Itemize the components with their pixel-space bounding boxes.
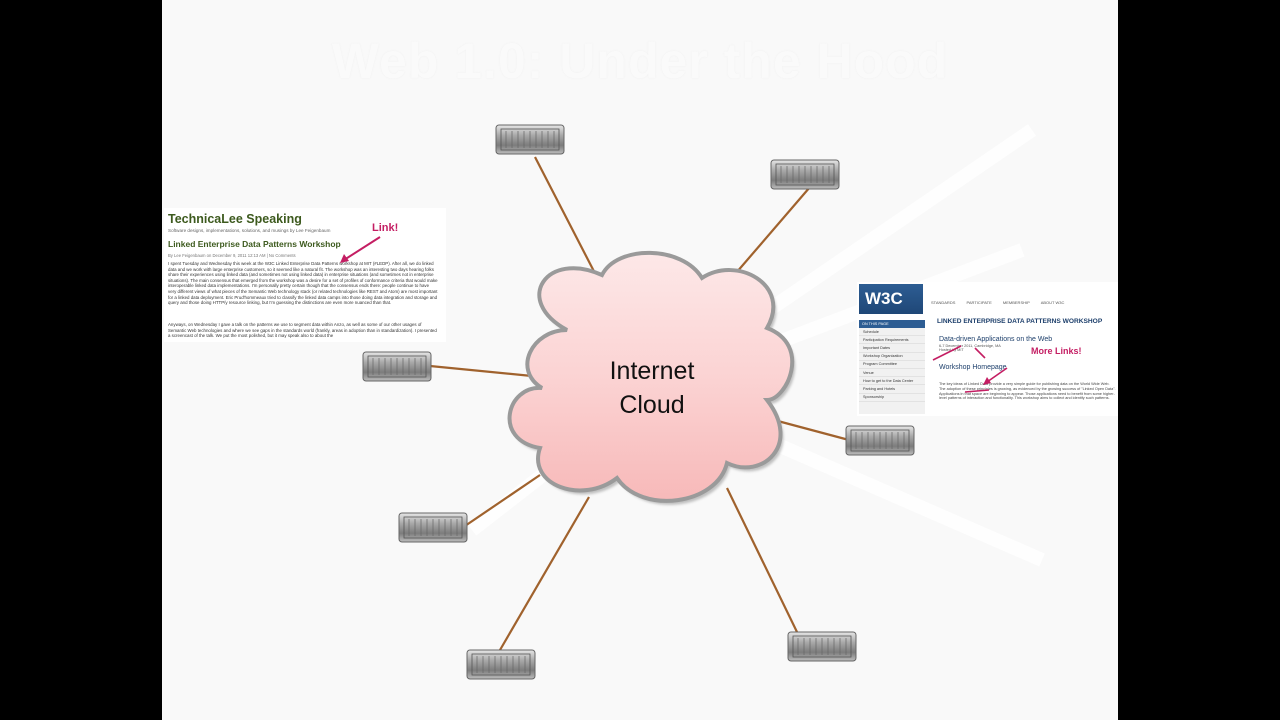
network-diagram: Internet Cloud [362, 124, 1045, 680]
w3c-screenshot: W3C STANDARDS PARTICIPATE MEMBERSHIP ABO… [857, 282, 1118, 416]
w3c-dates-line: 6-7 December 2011, Cambridge, MA [939, 344, 1001, 348]
blog-title: TechnicaLee Speaking [168, 212, 302, 226]
server-lower-left [398, 512, 468, 543]
sidebar-item: Sponsorship [859, 394, 925, 402]
connector-right [773, 418, 850, 442]
sidebar-item: Program Committee [859, 361, 925, 369]
sidebar-item: Schedule [859, 328, 925, 337]
connector-lower-left [461, 474, 541, 529]
connectors [429, 156, 850, 651]
nav-membership: MEMBERSHIP [1002, 300, 1030, 305]
sidebar-item: Venue [859, 369, 925, 378]
sidebar-item: How to get to the Data Center [859, 377, 925, 386]
server-left [362, 351, 432, 382]
server-icon [495, 124, 565, 155]
cloud-label-line2: Cloud [619, 391, 684, 419]
w3c-subtitle: Data-driven Applications on the Web [939, 336, 1053, 343]
w3c-top-nav: STANDARDS PARTICIPATE MEMBERSHIP ABOUT W… [931, 300, 1074, 305]
nav-standards: STANDARDS [931, 300, 956, 305]
cloud-label-line1: Internet [610, 357, 695, 385]
server-icon [466, 649, 536, 680]
connector-bottom [499, 496, 590, 651]
w3c-logo: W3C [859, 284, 923, 314]
slide: Internet Cloud [162, 0, 1118, 720]
post-title: Linked Enterprise Data Patterns Workshop [168, 239, 341, 249]
post-paragraph-2: Anyways, on Wednesday I gave a talk on t… [168, 322, 437, 339]
connector-top-right [729, 186, 811, 281]
internet-cloud: Internet Cloud [507, 250, 796, 505]
server-icon [362, 351, 432, 382]
post-paragraph-1: I spent Tuesday and Wednesday this week … [168, 261, 438, 306]
blog-tagline: Software designs, implementations, solut… [168, 228, 331, 233]
server-icon [398, 512, 468, 543]
callout-arrows-icon [932, 345, 1008, 393]
connector-left [429, 364, 533, 378]
server-bottom-right [787, 631, 857, 662]
server-icon [787, 631, 857, 662]
server-top-right [770, 159, 840, 190]
w3c-body-text: The key ideas of Linked Data provide a v… [939, 382, 1116, 401]
connector-bottom-right [726, 487, 798, 633]
callout-arrow-icon [340, 236, 381, 263]
sidebar-item: Important Dates [859, 344, 925, 353]
post-byline: By Lee Feigenbaum on December 9, 2011 12… [168, 253, 296, 258]
more-links-callout: More Links! [1031, 346, 1082, 356]
w3c-sidebar: ON THIS PAGE Schedule Participation Requ… [859, 320, 925, 414]
nav-about: ABOUT W3C [1040, 300, 1065, 305]
sidebar-heading: ON THIS PAGE [859, 320, 925, 328]
server-bottom [466, 649, 536, 680]
sidebar-item: Parking and Hotels [859, 385, 925, 394]
connector-top [534, 156, 601, 284]
w3c-section-heading: Workshop Homepage [939, 364, 1007, 371]
server-icon [770, 159, 840, 190]
link-callout: Link! [372, 222, 399, 234]
nav-participate: PARTICIPATE [966, 300, 992, 305]
blog-screenshot: TechnicaLee Speaking Software designs, i… [164, 208, 446, 342]
server-icon [845, 425, 915, 456]
sidebar-item: Workshop Organization [859, 353, 925, 361]
sidebar-item: Participation Requirements [859, 336, 925, 345]
slide-title: Web 1.0: Under the Hood [331, 33, 949, 89]
w3c-page-title: LINKED ENTERPRISE DATA PATTERNS WORKSHOP [937, 318, 1103, 325]
server-top [495, 124, 565, 155]
server-right [845, 425, 915, 456]
